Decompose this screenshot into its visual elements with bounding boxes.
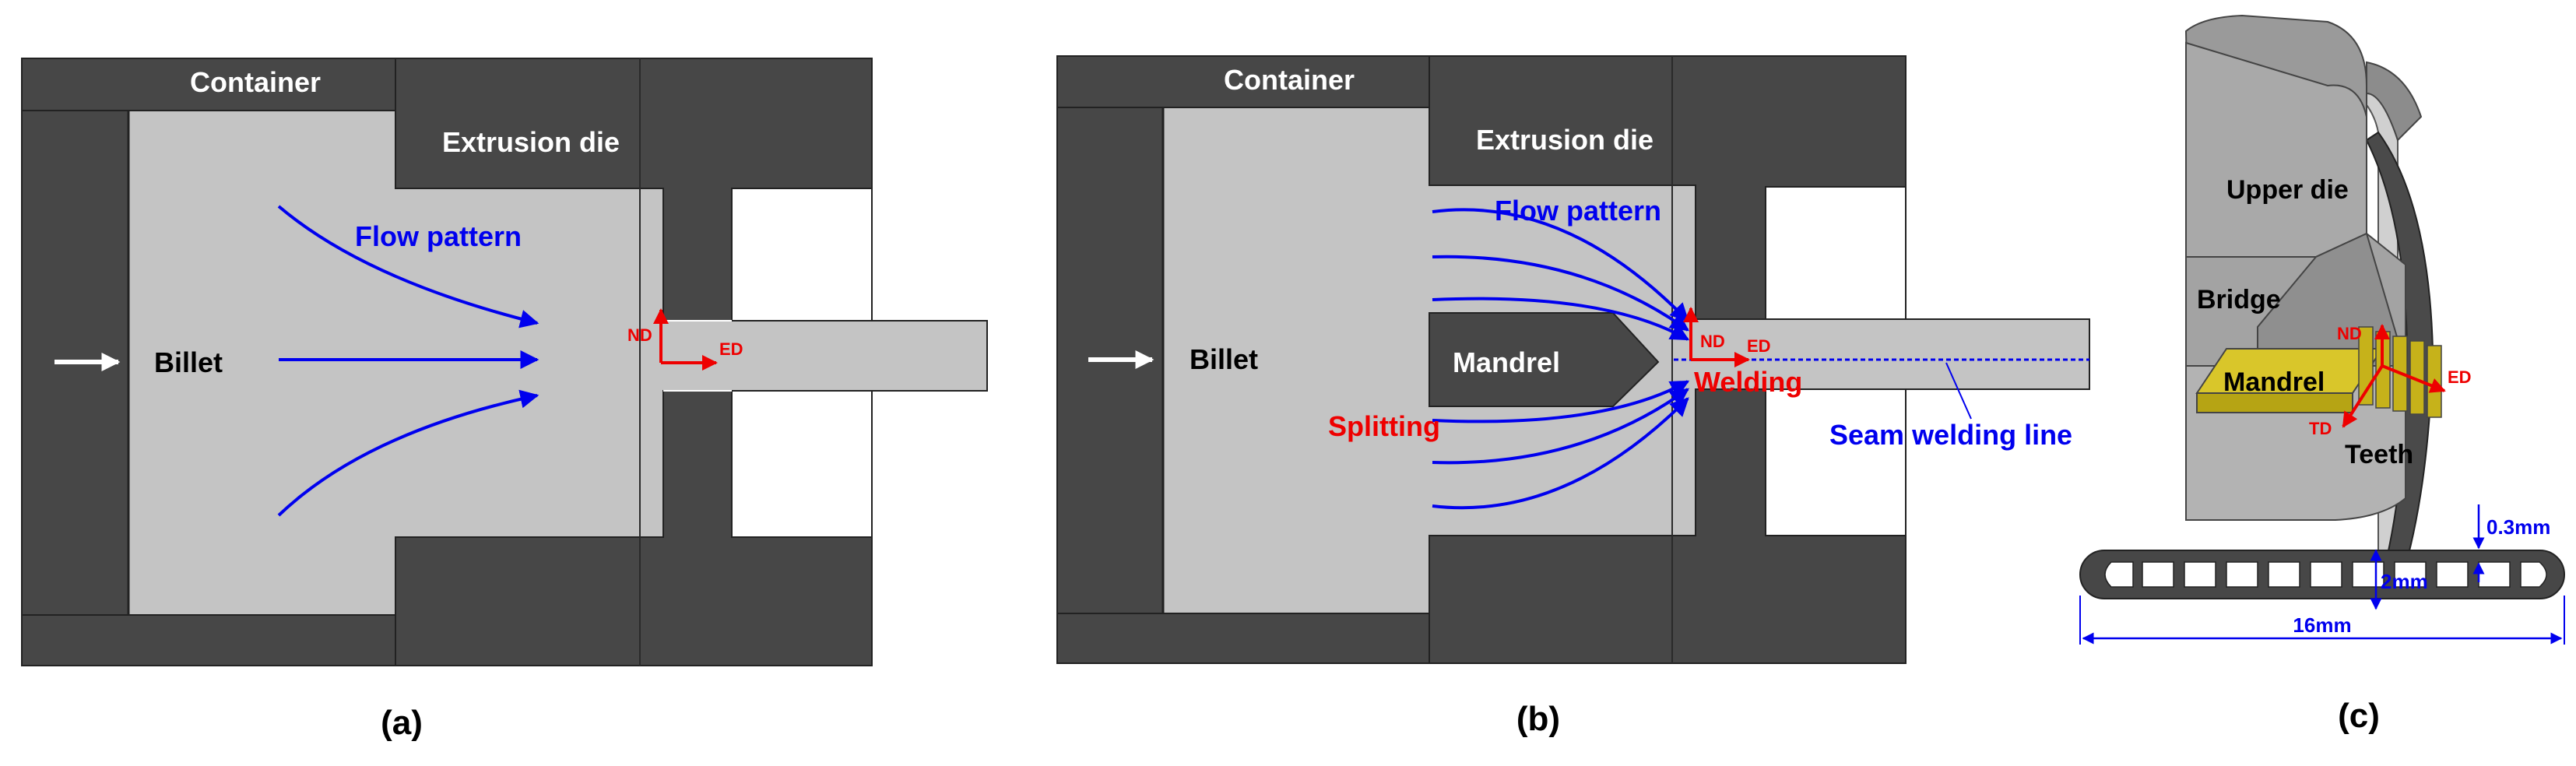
- billet-label-a: Billet: [154, 346, 223, 378]
- channel-8: [2394, 561, 2427, 588]
- nd-label-c: ND: [2337, 324, 2362, 343]
- caption-a: (a): [381, 704, 423, 742]
- container-label-a: Container: [190, 66, 321, 98]
- flow-line-b-5: [1432, 388, 1689, 465]
- flow-line-b-2: [1432, 255, 1689, 332]
- die-label-b: Extrusion die: [1476, 124, 1653, 156]
- mandrel-label-b: Mandrel: [1453, 346, 1560, 378]
- seam-leader-b: [1945, 362, 1972, 420]
- tooth-5: [2427, 345, 2442, 418]
- channel-11: [2520, 561, 2547, 588]
- panel-c: ND ED TD Upper die Bridge Mandrel Teeth …: [2079, 14, 2565, 735]
- upper-die-front-c: [2185, 41, 2367, 258]
- dim-width-label-c: 16mm: [2293, 613, 2351, 637]
- ed-label-a: ED: [719, 339, 743, 359]
- flow-pattern-label-b: Flow pattern: [1495, 195, 1661, 227]
- container-label-b: Container: [1224, 64, 1355, 96]
- td-label-c: TD: [2309, 419, 2332, 438]
- die-label-a: Extrusion die: [442, 126, 620, 158]
- flow-line-b-4: [1432, 380, 1690, 423]
- panel-b: Container Extrusion die Billet Mandrel F…: [1056, 55, 2090, 738]
- mandrel-b: [1429, 312, 1660, 407]
- upper-die-label-c: Upper die: [2226, 175, 2349, 205]
- flow-line-b-1: [1432, 208, 1689, 322]
- nd-label-a: ND: [627, 325, 652, 345]
- flow-line-b-6: [1432, 397, 1689, 510]
- seam-welding-label-b: Seam welding line: [1829, 419, 2072, 451]
- channel-1: [2104, 561, 2134, 588]
- dim-wall-label-c: 0.3mm: [2486, 515, 2550, 539]
- billet-label-b: Billet: [1190, 343, 1258, 375]
- ed-axis-c: [2381, 364, 2446, 393]
- teeth-label-c: Teeth: [2345, 440, 2413, 469]
- channel-3: [2184, 561, 2216, 588]
- flow-line-a-bot: [277, 389, 539, 517]
- ed-label-b: ED: [1747, 336, 1771, 356]
- flow-line-b-3: [1432, 297, 1690, 341]
- caption-c: (c): [2338, 697, 2380, 735]
- nd-label-b: ND: [1700, 332, 1725, 351]
- caption-b: (b): [1516, 700, 1560, 738]
- upper-die-notch-c: [2366, 61, 2423, 142]
- splitting-label-b: Splitting: [1328, 410, 1440, 442]
- channel-9: [2436, 561, 2469, 588]
- flow-line-a-top: [277, 205, 539, 329]
- bridge-label-c: Bridge: [2197, 285, 2281, 314]
- channel-5: [2268, 561, 2300, 588]
- td-axis-c: [2342, 364, 2384, 428]
- tube-channels-c: [2104, 561, 2547, 588]
- channel-7: [2352, 561, 2384, 588]
- mandrel-label-c: Mandrel: [2223, 367, 2325, 397]
- welding-label-b: Welding: [1694, 366, 1802, 398]
- channel-4: [2226, 561, 2258, 588]
- ed-label-c: ED: [2448, 367, 2472, 387]
- channel-2: [2142, 561, 2174, 588]
- channel-10: [2478, 561, 2511, 588]
- dim-height-label-c: 2mm: [2381, 570, 2428, 593]
- channel-6: [2310, 561, 2342, 588]
- panel-a: Container Extrusion die Billet Flow patt…: [21, 58, 988, 742]
- flow-pattern-label-a: Flow pattern: [355, 220, 522, 252]
